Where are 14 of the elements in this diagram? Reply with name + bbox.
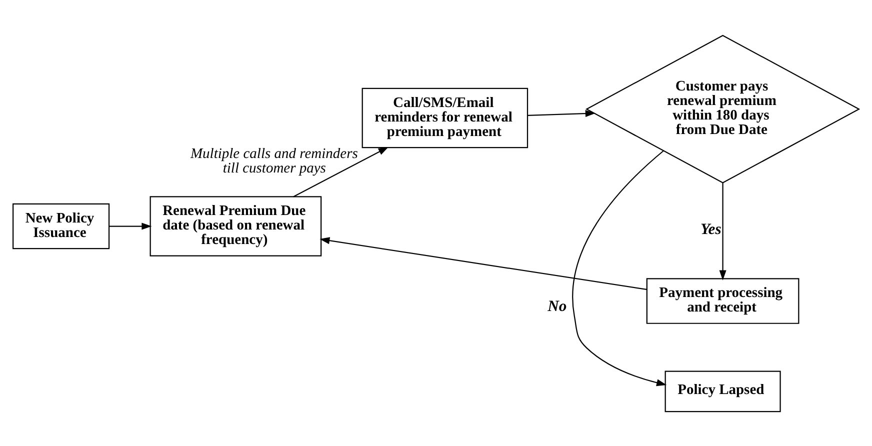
arrow (109, 222, 152, 230)
arrow (320, 236, 647, 290)
arrow (293, 146, 388, 197)
node-box: Call/SMS/Email reminders for renewal premium payment (362, 87, 528, 148)
node-label: Multiple calls and reminders till customer pays (190, 146, 358, 176)
node-box: Policy Lapsed (664, 370, 781, 412)
node-box: New Policy Issuance (12, 202, 110, 249)
edge-label: Yes (700, 220, 722, 238)
node-box: Renewal Premium Due date (based on renewal frequency) (150, 196, 322, 256)
edge-label: No (548, 297, 567, 314)
node-box: Payment processing and receipt (646, 278, 800, 324)
arrow (528, 110, 596, 117)
arrow (572, 150, 667, 386)
arrow (719, 182, 726, 280)
